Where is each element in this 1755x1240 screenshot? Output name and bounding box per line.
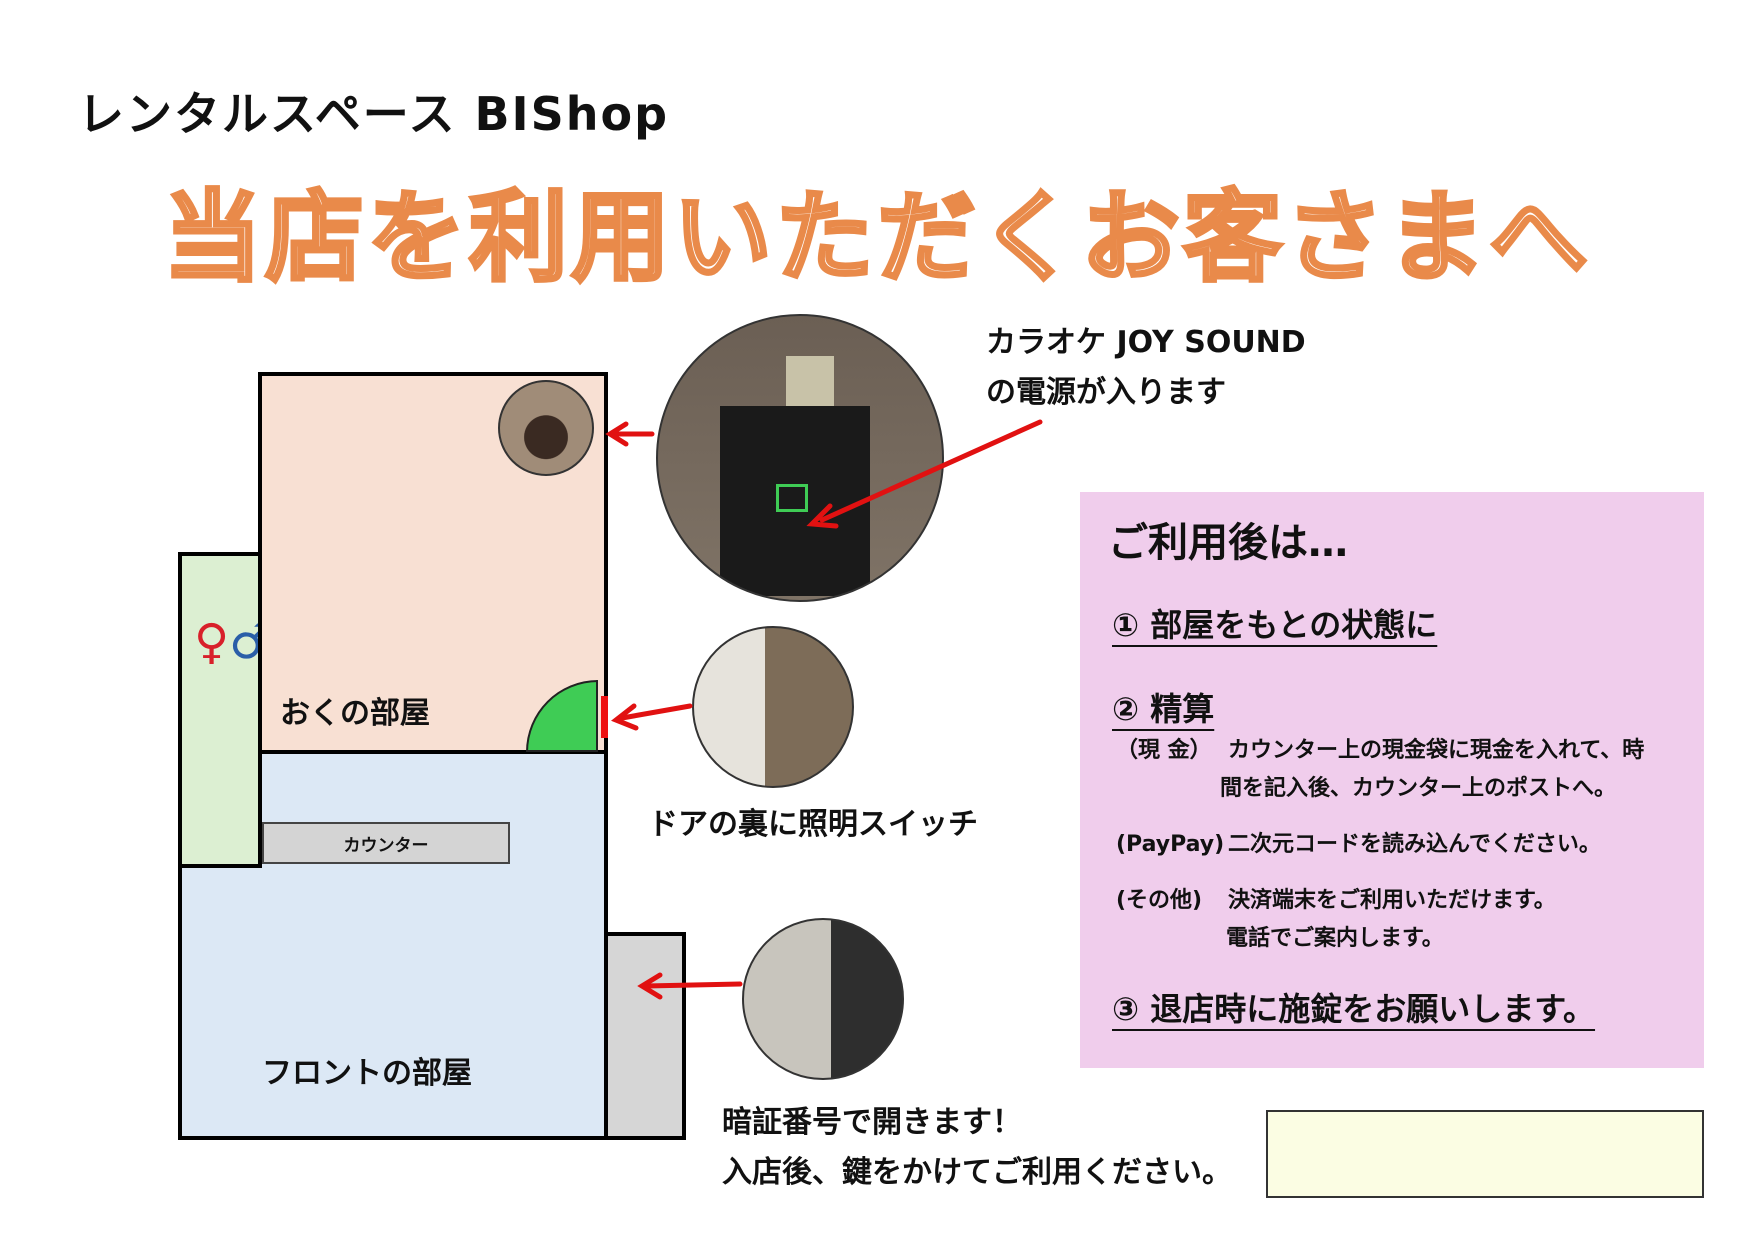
- step-lock-on-exit: ③ 退店時に施錠をお願いします。: [1112, 990, 1596, 1028]
- step-payment: ② 精算: [1112, 690, 1215, 728]
- door-switch-caption: ドアの裏に照明スイッチ: [648, 807, 978, 842]
- payment-cash-text: カウンター上の現金袋に現金を入れて、時: [1228, 738, 1645, 763]
- step-restore-room: ① 部屋をもとの状態に: [1112, 606, 1438, 644]
- karaoke-caption-line2: の電源が入ります: [986, 375, 1226, 410]
- after-use-panel: [1080, 492, 1704, 1068]
- lock-caption: 暗証番号で開きます！ 入店後、鍵をかけてご利用ください。: [722, 1098, 1232, 1198]
- karaoke-thumbnail-photo: [498, 380, 594, 476]
- payment-other: (その他) 決済端末をご利用いただけます。: [1116, 882, 1556, 920]
- arrow-lock-to-plan: [643, 981, 743, 989]
- payment-cash-text-cont: 間を記入後、カウンター上のポストへ。: [1220, 776, 1617, 801]
- payment-paypay: (PayPay)二次元コードを読み込んでください。: [1116, 826, 1601, 864]
- light-switch-marker: [601, 696, 608, 738]
- arrow-caption-to-power-head: [806, 503, 839, 529]
- lock-caption-line2: 入店後、鍵をかけてご利用ください。: [722, 1155, 1232, 1190]
- payment-cash: （現 金） カウンター上の現金袋に現金を入れて、時: [1116, 732, 1700, 770]
- arrow-lock-to-plan-head: [637, 972, 663, 1000]
- arrow-caption-to-power: [819, 419, 1043, 523]
- female-icon: ♀: [194, 614, 230, 670]
- payment-cash-label: （現 金）: [1116, 738, 1212, 763]
- power-button-highlight: [776, 484, 808, 512]
- lock-caption-line1: 暗証番号で開きます！: [722, 1105, 1022, 1140]
- arrow-door-to-plan: [619, 703, 693, 721]
- payment-other-text-cont: 電話でご案内します。: [1226, 926, 1444, 951]
- payment-other-text: 決済端末をご利用いただけます。: [1228, 888, 1556, 913]
- blank-note-box: [1266, 1110, 1704, 1198]
- payment-other-label: (その他): [1116, 888, 1203, 913]
- arrow-door-to-plan-head: [611, 703, 639, 731]
- front-room-label: フロントの部屋: [262, 1056, 472, 1091]
- payment-paypay-label: (PayPay): [1116, 832, 1225, 857]
- after-use-title: ご利用後は…: [1108, 520, 1348, 566]
- karaoke-machine-photo: [656, 314, 944, 602]
- karaoke-caption-line1: カラオケ JOY SOUND: [986, 325, 1306, 360]
- entrance-area: [604, 932, 686, 1140]
- door-photo: [692, 626, 854, 788]
- arrow-karaoke-to-plan-head: [605, 421, 629, 447]
- keypad-lock-photo: [742, 918, 904, 1080]
- brand-title: レンタルスペース BIShop: [78, 87, 670, 141]
- back-room-label: おくの部屋: [280, 696, 430, 731]
- karaoke-caption: カラオケ JOY SOUND の電源が入ります: [986, 318, 1306, 418]
- counter: カウンター: [262, 822, 510, 864]
- page-headline: 当店を利用いただくお客さまへ: [161, 179, 1592, 297]
- payment-paypay-text: 二次元コードを読み込んでください。: [1228, 832, 1601, 857]
